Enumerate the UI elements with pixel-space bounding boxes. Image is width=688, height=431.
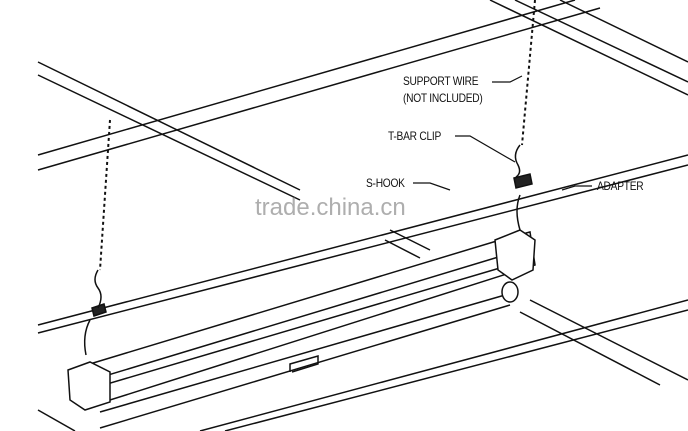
fixture-main-rail xyxy=(37,154,688,334)
clips-and-hooks xyxy=(83,144,533,356)
upper-main-rail xyxy=(37,0,601,171)
fixture-tube xyxy=(99,294,511,429)
s-hook-right xyxy=(514,144,521,231)
upper-cross-rail xyxy=(37,61,301,201)
t-bar-clip-leader xyxy=(455,135,516,163)
lower-main-rail xyxy=(199,299,688,431)
tube-end xyxy=(501,281,519,303)
ceiling-grid xyxy=(37,0,688,431)
watermark: trade.china.cn xyxy=(255,194,406,221)
light-fixture xyxy=(67,229,536,429)
adapter-leader xyxy=(561,185,592,191)
support-wire-left xyxy=(99,119,111,271)
t-bar-clip-right xyxy=(513,173,533,189)
s-hook-leader xyxy=(413,182,451,191)
fixture-edge xyxy=(74,254,511,393)
fixture-endcap-right xyxy=(494,229,536,281)
support-wire-right xyxy=(521,0,536,146)
support-wires xyxy=(99,0,536,271)
s-hook-left xyxy=(83,269,102,356)
cross-rail-mid xyxy=(384,229,431,259)
left-cross-rail xyxy=(37,409,76,431)
adapter-label: ADAPTER xyxy=(597,179,644,193)
leader-lines xyxy=(413,75,592,191)
support-wire-label: SUPPORT WIRE xyxy=(403,74,479,88)
lower-cross-rail xyxy=(519,299,688,386)
support-wire-leader xyxy=(492,75,523,83)
right-cross-rail xyxy=(489,0,688,96)
fixture-endcap-left xyxy=(67,361,111,411)
fixture-handle xyxy=(289,355,319,373)
not-included-label: (NOT INCLUDED) xyxy=(403,91,483,105)
t-bar-clip-label: T-BAR CLIP xyxy=(388,129,442,143)
s-hook-label: S-HOOK xyxy=(366,176,405,190)
